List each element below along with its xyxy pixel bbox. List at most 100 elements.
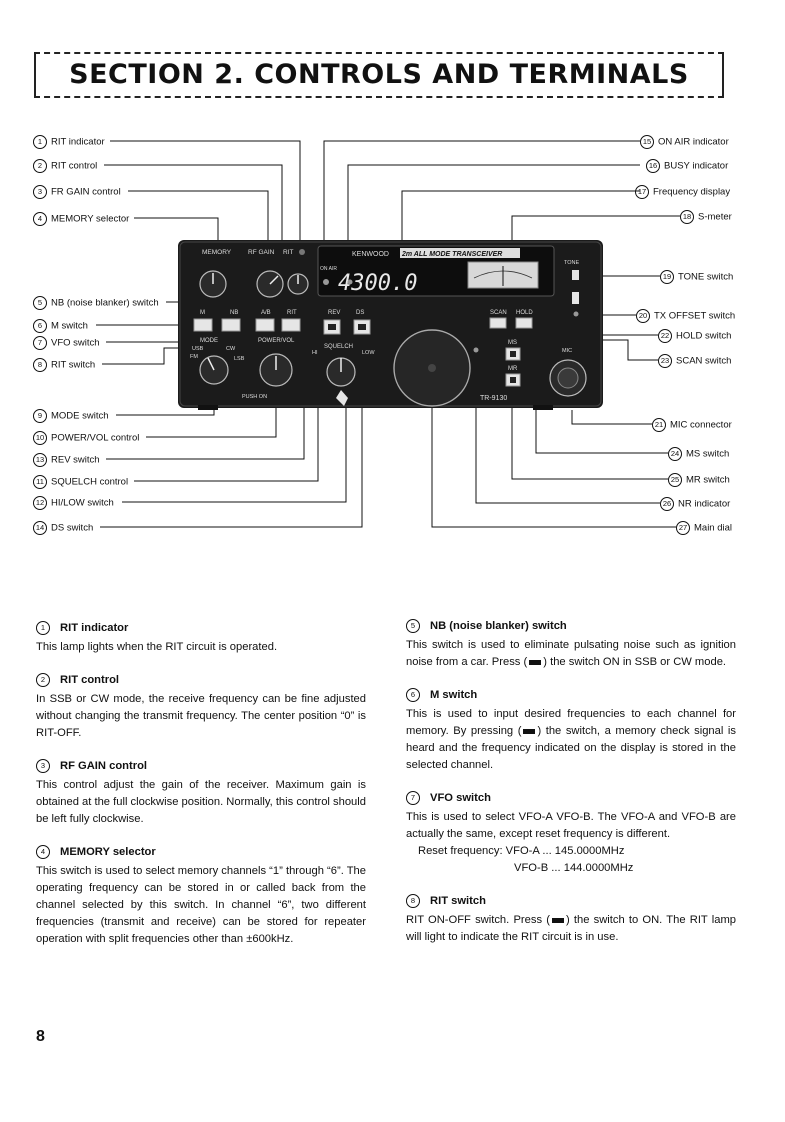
on-air-lamp — [323, 279, 329, 285]
main-dial-center — [428, 364, 436, 372]
section-title-frame: SECTION 2. CONTROLS AND TERMINALS — [34, 52, 724, 98]
tx-offset-switch — [572, 292, 579, 304]
on-air-label: ON AIR — [320, 266, 337, 272]
hi-low-lever — [336, 390, 348, 406]
label-rit: RIT — [283, 249, 294, 256]
ds-button-led — [358, 324, 366, 330]
label-rev: REV — [328, 310, 340, 316]
foot-left — [198, 405, 218, 410]
mic-connector-inner — [557, 367, 579, 389]
pressed-button-icon — [551, 917, 564, 923]
label-hi: HI — [312, 350, 318, 356]
label-nb: NB — [230, 310, 238, 316]
model-name: TR-9130 — [480, 395, 507, 402]
page-title: SECTION 2. CONTROLS AND TERMINALS — [69, 59, 689, 90]
rf-gain-knob-pointer — [269, 275, 279, 285]
scan-button — [489, 317, 507, 329]
transceiver-front-panel: MEMORY RF GAIN RIT M NB A/B RIT MODE POW… — [178, 240, 603, 410]
title-right-border — [722, 52, 724, 98]
rev-button-led — [328, 324, 336, 330]
page-number: 8 — [36, 1028, 45, 1045]
foot-right — [533, 405, 553, 410]
label-usb: USB — [192, 346, 204, 352]
label-low: LOW — [362, 350, 375, 356]
label-ms: MS — [508, 340, 517, 346]
model-banner-bg — [400, 248, 520, 258]
label-rit-switch: RIT — [287, 310, 297, 316]
busy-lamp — [347, 279, 353, 285]
label-squelch: SQUELCH — [324, 344, 353, 350]
hold-button — [515, 317, 533, 329]
label-hold: HOLD — [516, 310, 533, 316]
pressed-button-icon — [529, 659, 542, 665]
label-fm: FM — [190, 354, 198, 360]
ab-button — [255, 318, 275, 332]
mr-button-led — [510, 377, 516, 383]
label-ds: DS — [356, 310, 364, 316]
mode-knob-pointer — [207, 357, 215, 371]
nb-button — [221, 318, 241, 332]
nr-lamp — [473, 347, 479, 353]
ms-button-led — [510, 351, 516, 357]
label-lsb: LSB — [234, 356, 245, 362]
pressed-button-icon — [523, 728, 536, 734]
label-mode: MODE — [200, 338, 218, 344]
title-top-border — [34, 52, 724, 54]
rit-indicator-lamp — [299, 249, 305, 255]
brand-label: KENWOOD — [352, 251, 389, 258]
model-banner: 2m ALL MODE TRANSCEIVER — [401, 251, 502, 258]
m-button — [193, 318, 213, 332]
tx-offset-lamp — [573, 311, 579, 317]
label-mr: MR — [508, 366, 518, 372]
radio-bezel — [179, 241, 602, 407]
label-m: M — [200, 310, 205, 316]
label-power-vol: POWER/VOL — [258, 338, 295, 344]
label-push-on: PUSH ON — [242, 394, 267, 400]
label-rf-gain: RF GAIN — [248, 249, 275, 256]
title-bottom-border — [34, 96, 724, 98]
label-mic: MIC — [562, 348, 572, 354]
label-memory: MEMORY — [202, 249, 232, 256]
label-cw: CW — [226, 346, 236, 352]
rit-button — [281, 318, 301, 332]
label-scan: SCAN — [490, 310, 507, 316]
label-ab: A/B — [261, 310, 271, 316]
title-left-border — [34, 52, 36, 98]
label-tone: TONE — [564, 260, 580, 266]
